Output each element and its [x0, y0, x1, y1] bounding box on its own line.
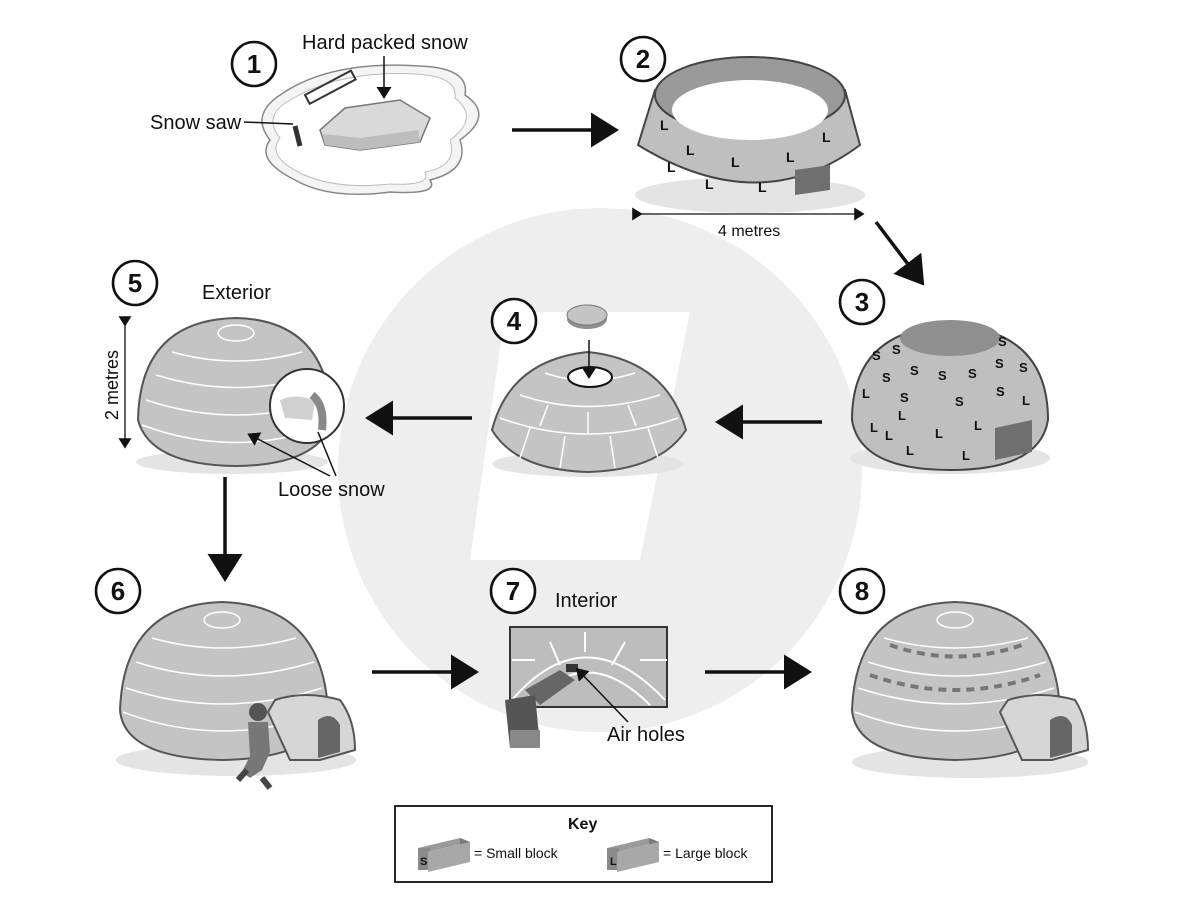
step-3-badge: 3	[838, 278, 886, 326]
label-snow-saw: Snow saw	[150, 112, 242, 134]
svg-text:L: L	[870, 420, 878, 435]
svg-text:S: S	[882, 370, 891, 385]
svg-text:S: S	[900, 390, 909, 405]
step-6-badge: 6	[94, 567, 142, 615]
key-box: Key S = Small block L = Large block	[394, 805, 773, 883]
key-title: Key	[568, 816, 597, 833]
svg-text:L: L	[974, 418, 982, 433]
svg-text:L: L	[731, 154, 740, 170]
step-8-badge: 8	[838, 567, 886, 615]
step-1-badge: 1	[230, 40, 278, 88]
svg-text:L: L	[1022, 393, 1030, 408]
svg-text:S: S	[910, 363, 919, 378]
step-8-illustration	[850, 600, 1090, 778]
svg-text:4: 4	[507, 306, 522, 336]
svg-text:S: S	[995, 356, 1004, 371]
svg-text:S: S	[996, 384, 1005, 399]
label-loose-snow: Loose snow	[278, 479, 385, 501]
svg-text:S: S	[955, 394, 964, 409]
step-4-illustration	[490, 304, 688, 477]
step-2-badge: 2	[619, 35, 667, 83]
label-2-metres: 2 metres	[102, 350, 122, 420]
key-large-block-text: = Large block	[663, 845, 748, 861]
key-large-block-swatch: L	[607, 838, 659, 872]
svg-text:S: S	[892, 342, 901, 357]
step-6-illustration	[116, 600, 357, 790]
step-3-illustration	[850, 320, 1050, 474]
svg-text:L: L	[906, 443, 914, 458]
step-7-badge: 7	[489, 567, 537, 615]
svg-text:L: L	[667, 159, 676, 175]
svg-text:L: L	[862, 386, 870, 401]
label-exterior: Exterior	[202, 282, 271, 304]
pointer-loose-snow-1	[247, 432, 331, 477]
pointer-air-holes	[575, 667, 629, 723]
svg-text:L: L	[962, 448, 970, 463]
step-4-badge: 4	[490, 297, 538, 345]
svg-text:L: L	[822, 129, 831, 145]
svg-text:3: 3	[855, 287, 869, 317]
svg-text:L: L	[660, 117, 669, 133]
step-2-block-letters: L L L L L L L L	[660, 117, 831, 195]
svg-text:5: 5	[128, 268, 142, 298]
svg-text:L: L	[758, 179, 767, 195]
svg-text:S: S	[968, 366, 977, 381]
svg-text:S: S	[420, 856, 427, 868]
svg-text:L: L	[705, 176, 714, 192]
arrow-step2-to-step3	[874, 220, 925, 286]
svg-text:2: 2	[636, 44, 650, 74]
step-1-illustration	[243, 56, 480, 196]
label-4-metres: 4 metres	[718, 223, 780, 240]
svg-text:L: L	[686, 142, 695, 158]
svg-text:6: 6	[111, 576, 125, 606]
svg-text:1: 1	[247, 49, 261, 79]
step-2-illustration	[635, 56, 865, 213]
label-air-holes: Air holes	[607, 724, 685, 746]
step-5-badge: 5	[111, 259, 159, 307]
step-7-illustration	[505, 626, 668, 748]
svg-text:S: S	[998, 334, 1007, 349]
label-interior: Interior	[555, 590, 618, 612]
step-5-illustration	[136, 316, 345, 474]
svg-text:L: L	[786, 149, 795, 165]
svg-text:L: L	[898, 408, 906, 423]
svg-text:S: S	[938, 368, 947, 383]
svg-text:L: L	[935, 426, 943, 441]
key-small-block-text: = Small block	[474, 845, 559, 861]
key-small-block-swatch: S	[418, 838, 470, 872]
svg-text:8: 8	[855, 576, 869, 606]
label-hard-packed-snow: Hard packed snow	[302, 32, 468, 54]
step-3-block-letters: S S S S S S S S S S S S L L L L L L L L …	[862, 334, 1030, 463]
svg-text:S: S	[1019, 360, 1028, 375]
pointer-loose-snow-2	[317, 431, 337, 477]
svg-text:7: 7	[506, 576, 520, 606]
svg-text:S: S	[872, 348, 881, 363]
svg-text:L: L	[610, 856, 617, 868]
svg-text:L: L	[885, 428, 893, 443]
